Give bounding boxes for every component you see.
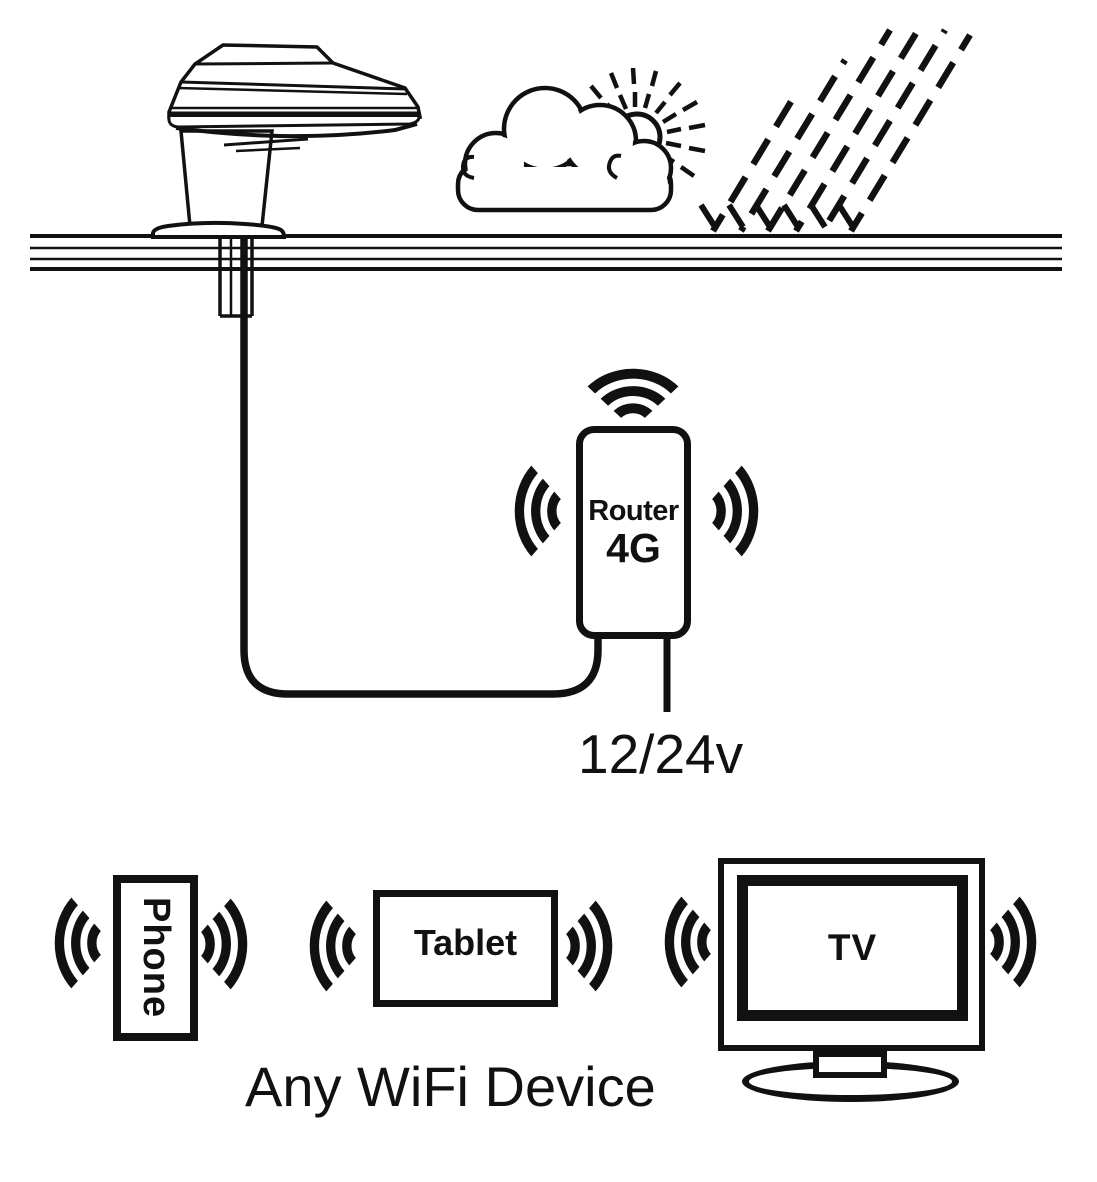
power-voltage-label: 12/24v — [578, 723, 744, 785]
rain-icon — [698, 28, 973, 233]
phone-device-box: Phone — [113, 875, 198, 1041]
tv-label: TV — [827, 927, 878, 968]
tablet-device-box: Tablet — [373, 890, 558, 1007]
caption-any-wifi-device: Any WiFi Device — [245, 1055, 656, 1118]
tablet-label: Tablet — [413, 921, 518, 963]
wifi-waves-icon — [565, 900, 627, 992]
wifi-waves-icon — [500, 465, 562, 557]
router-network-label: 4G — [606, 524, 661, 571]
roof-icon — [30, 234, 1062, 271]
phone-label: Phone — [135, 897, 177, 1019]
wifi-waves-icon — [587, 353, 679, 419]
wifi-waves-icon — [295, 900, 357, 992]
cloud-icon — [455, 85, 674, 213]
wifi-waves-icon — [40, 897, 102, 989]
tv-stand-neck — [813, 1051, 887, 1078]
antenna-dome-icon — [151, 43, 423, 318]
router-4g-box: Router 4G — [576, 426, 691, 639]
antenna-mount-icon — [218, 238, 254, 318]
wifi-waves-icon — [711, 465, 773, 557]
wifi-waves-icon — [650, 896, 712, 988]
wifi-waves-icon — [989, 896, 1051, 988]
tv-device-box: TV — [718, 858, 985, 1051]
router-label: Router — [588, 495, 679, 528]
wifi-waves-icon — [200, 898, 262, 990]
tv-screen: TV — [737, 875, 968, 1021]
coax-cable-icon — [240, 237, 602, 698]
